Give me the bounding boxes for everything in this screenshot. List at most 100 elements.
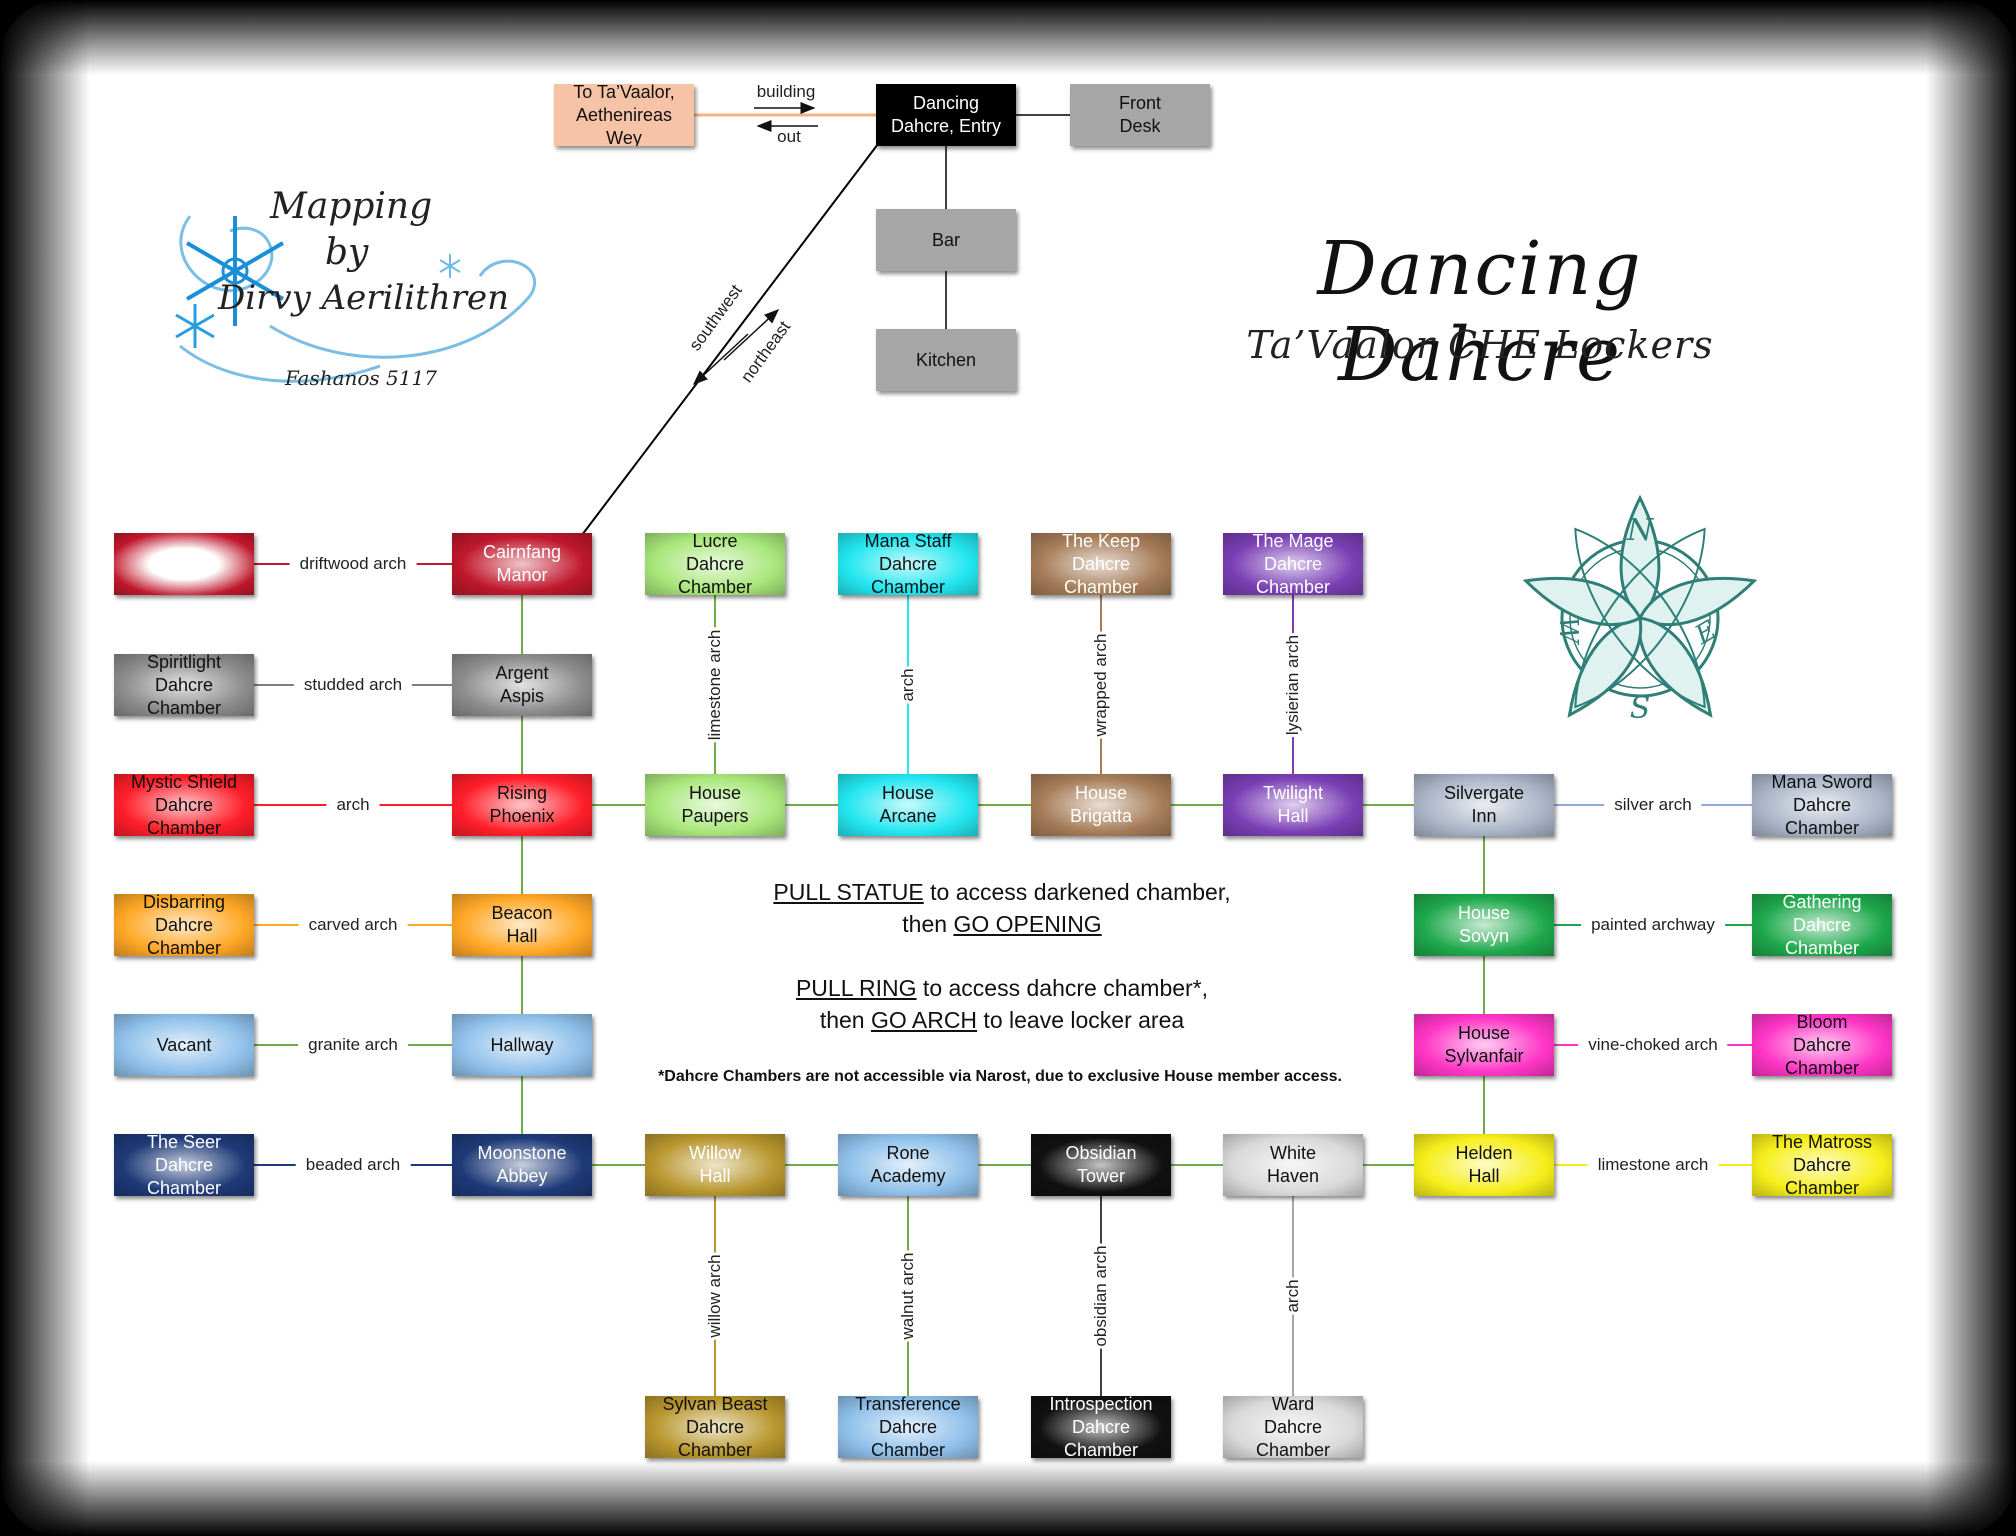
- room-label: Rising Phoenix: [489, 783, 555, 826]
- edge-label-willow-sylvanbeast: willow arch: [699, 1252, 731, 1340]
- go-opening-command: GO OPENING: [953, 911, 1102, 937]
- edge-label-sovyn-gathering: painted archway: [1581, 913, 1725, 937]
- room-gathering[interactable]: Gathering Dahcre Chamber: [1752, 894, 1892, 956]
- pull-statue-command: PULL STATUE: [773, 879, 924, 905]
- room-label: House Sovyn: [1457, 903, 1511, 946]
- compass-rose-icon: N E S W: [1522, 494, 1758, 726]
- room-obsidian[interactable]: Obsidian Tower: [1031, 1134, 1171, 1196]
- credit-line-author: Dirvy Aerilithren: [218, 278, 509, 318]
- room-label: Bloom Dahcre Chamber: [1784, 1014, 1860, 1076]
- page-title: Dancing Dahcre: [1317, 226, 1643, 398]
- room-arcane[interactable]: House Arcane: [838, 774, 978, 836]
- credit-line-mapping: Mapping: [270, 186, 433, 227]
- ring-then-text: then: [819, 1007, 871, 1033]
- room-label: Helden Hall: [1455, 1143, 1513, 1186]
- room-front-desk[interactable]: Front Desk: [1070, 84, 1210, 146]
- edge-label-darkened-cairnfang: driftwood arch: [289, 552, 417, 576]
- room-label: Mana Sword Dahcre Chamber: [1771, 774, 1873, 836]
- room-introspection[interactable]: Introspection Dahcre Chamber: [1031, 1396, 1171, 1458]
- room-label: Obsidian Tower: [1065, 1143, 1137, 1186]
- edge-label-silvergate-manasword: silver arch: [1604, 793, 1702, 817]
- room-label: Vacant: [156, 1034, 212, 1055]
- room-label: Introspection Dahcre Chamber: [1049, 1396, 1153, 1458]
- edge-label-mage-twilight: lysierian arch: [1277, 632, 1309, 737]
- credit-line-by: by: [325, 232, 369, 273]
- room-transference[interactable]: Transference Dahcre Chamber: [838, 1396, 978, 1458]
- room-sylvanfair[interactable]: House Sylvanfair: [1414, 1014, 1554, 1076]
- room-matross[interactable]: The Matross Dahcre Chamber: [1752, 1134, 1892, 1196]
- edge-label-spiritlight-argent: studded arch: [293, 673, 413, 697]
- room-label: Rone Academy: [870, 1143, 946, 1186]
- edge-label-disbarring-beacon: carved arch: [298, 913, 408, 937]
- room-bar[interactable]: Bar: [876, 209, 1016, 271]
- room-beacon[interactable]: Beacon Hall: [452, 894, 592, 956]
- room-brigatta[interactable]: House Brigatta: [1031, 774, 1171, 836]
- room-entry[interactable]: Dancing Dahcre, Entry: [876, 84, 1016, 146]
- room-mage[interactable]: The Mage Dahcre Chamber: [1223, 533, 1363, 595]
- room-bloom[interactable]: Bloom Dahcre Chamber: [1752, 1014, 1892, 1076]
- edge-label-obsidian-introspection: obsidian arch: [1085, 1243, 1117, 1349]
- statue-instruction-text: to access darkened chamber,: [923, 879, 1231, 905]
- compass-south: S: [1630, 691, 1651, 726]
- room-whitehaven[interactable]: White Haven: [1223, 1134, 1363, 1196]
- room-label: Front Desk: [1118, 93, 1161, 136]
- room-label: Transference Dahcre Chamber: [855, 1396, 961, 1458]
- northeast-arrow-icon: [723, 308, 780, 361]
- room-silvergate[interactable]: Silvergate Inn: [1414, 774, 1554, 836]
- room-mystic[interactable]: Mystic Shield Dahcre Chamber: [114, 774, 254, 836]
- room-label: Ward Dahcre Chamber: [1255, 1396, 1331, 1458]
- room-label: Silvergate Inn: [1443, 783, 1525, 826]
- room-rising[interactable]: Rising Phoenix: [452, 774, 592, 836]
- room-moonstone[interactable]: Moonstone Abbey: [452, 1134, 592, 1196]
- southwest-arrow-icon: [692, 333, 749, 386]
- room-to-tavaalor[interactable]: To Ta’Vaalor, Aethenireas Wey: [554, 84, 694, 146]
- room-manastaff[interactable]: Mana Staff Dahcre Chamber: [838, 533, 978, 595]
- room-darkened[interactable]: [114, 533, 254, 595]
- room-willow[interactable]: Willow Hall: [645, 1134, 785, 1196]
- room-spiritlight[interactable]: Spiritlight Dahcre Chamber: [114, 654, 254, 716]
- room-label: Sylvan Beast Dahcre Chamber: [662, 1396, 768, 1458]
- pull-ring-command: PULL RING: [795, 975, 917, 1001]
- room-label: Dancing Dahcre, Entry: [890, 93, 1002, 136]
- room-paupers[interactable]: House Paupers: [645, 774, 785, 836]
- ring-instruction-text: to access dahcre chamber*,: [916, 975, 1209, 1001]
- room-ward[interactable]: Ward Dahcre Chamber: [1223, 1396, 1363, 1458]
- compass-north: N: [1626, 513, 1655, 548]
- room-label: Kitchen: [915, 349, 977, 370]
- room-keep[interactable]: The Keep Dahcre Chamber: [1031, 533, 1171, 595]
- room-twilight[interactable]: Twilight Hall: [1223, 774, 1363, 836]
- room-rone[interactable]: Rone Academy: [838, 1134, 978, 1196]
- room-disbarring[interactable]: Disbarring Dahcre Chamber: [114, 894, 254, 956]
- room-label: Hallway: [490, 1034, 554, 1055]
- room-label: Argent Aspis: [495, 663, 549, 706]
- direction-building: building: [756, 82, 816, 101]
- room-label: White Haven: [1266, 1143, 1320, 1186]
- access-footnote: *Dahcre Chambers are not accessible via …: [658, 1068, 1342, 1085]
- room-manasword[interactable]: Mana Sword Dahcre Chamber: [1752, 774, 1892, 836]
- ring-instruction: PULL RING to access dahcre chamber*, the…: [652, 972, 1352, 1036]
- edge-label-lucre-paupers: limestone arch: [699, 627, 731, 742]
- room-label: House Paupers: [681, 783, 749, 826]
- room-helden[interactable]: Helden Hall: [1414, 1134, 1554, 1196]
- room-lucre[interactable]: Lucre Dahcre Chamber: [645, 533, 785, 595]
- edge-label-vacant-hallway: granite arch: [298, 1033, 408, 1057]
- edge-label-rone-transference: walnut arch: [892, 1250, 924, 1342]
- page-subtitle: Ta’Vaalor CHE Lockers: [1246, 323, 1714, 367]
- edge-label-whitehaven-ward: arch: [1277, 1277, 1309, 1315]
- room-vacant[interactable]: Vacant: [114, 1014, 254, 1076]
- room-label: Spiritlight Dahcre Chamber: [146, 654, 222, 716]
- room-seer[interactable]: The Seer Dahcre Chamber: [114, 1134, 254, 1196]
- room-kitchen[interactable]: Kitchen: [876, 329, 1016, 391]
- room-label: The Seer Dahcre Chamber: [146, 1134, 222, 1196]
- statue-then-text: then: [902, 911, 954, 937]
- room-label: The Keep Dahcre Chamber: [1061, 533, 1141, 595]
- room-cairnfang[interactable]: Cairnfang Manor: [452, 533, 592, 595]
- room-label: Lucre Dahcre Chamber: [677, 533, 753, 595]
- edge-label-helden-matross: limestone arch: [1587, 1153, 1719, 1177]
- room-sovyn[interactable]: House Sovyn: [1414, 894, 1554, 956]
- room-hallway[interactable]: Hallway: [452, 1014, 592, 1076]
- direction-out: out: [777, 127, 801, 146]
- room-argent[interactable]: Argent Aspis: [452, 654, 592, 716]
- room-sylvanbeast[interactable]: Sylvan Beast Dahcre Chamber: [645, 1396, 785, 1458]
